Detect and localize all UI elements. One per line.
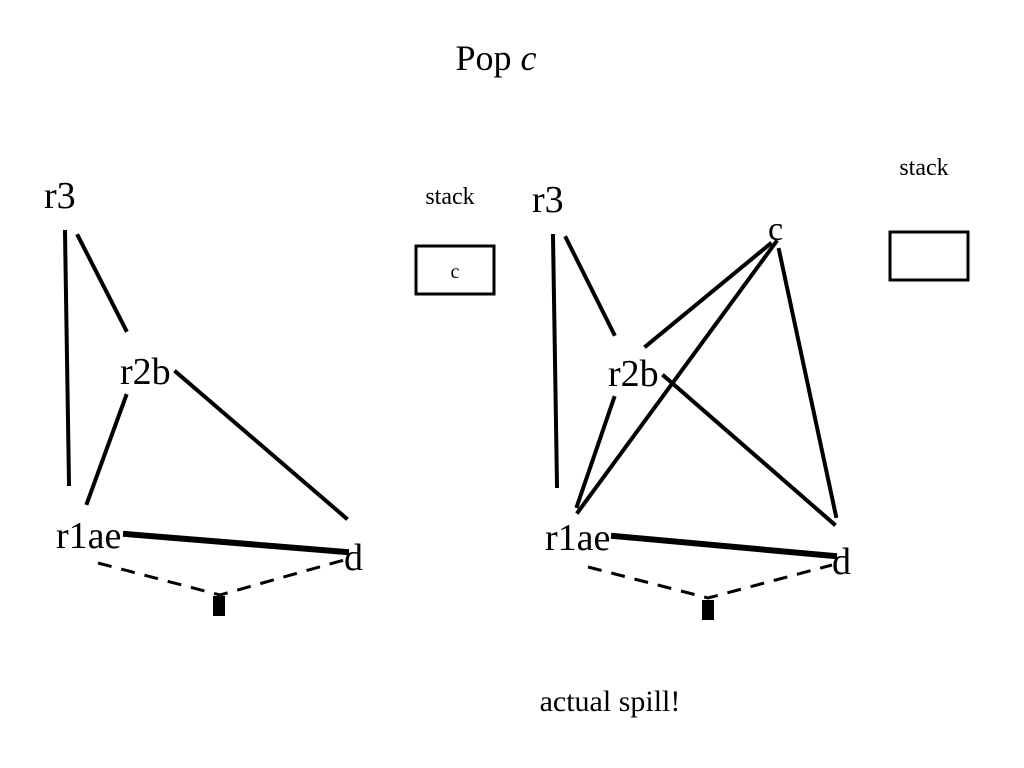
right-edge-r2b-d — [661, 373, 837, 527]
left-node-d: d — [344, 537, 363, 579]
left-edge-r1ae-d — [122, 530, 350, 556]
right-node-r2b: r2b — [608, 353, 659, 395]
right-edge-r3-r2b — [563, 235, 617, 337]
right-edge-c-d — [776, 247, 839, 519]
right-dashed-midpoint-mark — [702, 600, 714, 620]
right-stack-label: stack — [899, 155, 948, 181]
right-edge-dashed-move — [587, 563, 833, 600]
right-edge-r3-r1ae — [550, 233, 560, 489]
right-stack-box-empty — [888, 230, 970, 282]
left-edge-r2b-r1ae — [84, 393, 129, 506]
right-edge-c-r1ae — [575, 239, 779, 515]
left-edge-r3-r1ae — [62, 229, 72, 487]
left-node-r2b: r2b — [120, 351, 171, 393]
left-graph: r3 r2b r1ae d stack c — [44, 175, 496, 616]
title-text: Pop — [455, 38, 512, 78]
right-node-r1ae: r1ae — [545, 517, 610, 559]
slide-title: Pop c — [0, 36, 992, 80]
right-node-c: c — [768, 211, 783, 248]
left-edge-r2b-d — [173, 369, 349, 521]
left-stack-item: c — [451, 261, 460, 283]
title-variable: c — [520, 38, 537, 78]
left-edge-r3-r2b — [75, 233, 129, 333]
left-node-r3: r3 — [44, 175, 76, 217]
right-node-d: d — [832, 541, 851, 583]
left-stack-label: stack — [425, 184, 474, 210]
right-edge-c-r2b — [643, 241, 773, 349]
caption-actual-spill: actual spill! — [539, 685, 681, 718]
left-edge-dashed-move — [97, 558, 345, 597]
left-node-r1ae: r1ae — [56, 515, 121, 557]
right-edge-r1ae-d — [610, 532, 838, 560]
left-dashed-midpoint-mark — [213, 596, 225, 616]
right-edge-r2b-r1ae — [574, 395, 617, 509]
left-stack-box — [414, 244, 496, 296]
right-graph: r3 r2b r1ae d c stack — [532, 155, 970, 620]
right-node-r3: r3 — [532, 179, 564, 221]
